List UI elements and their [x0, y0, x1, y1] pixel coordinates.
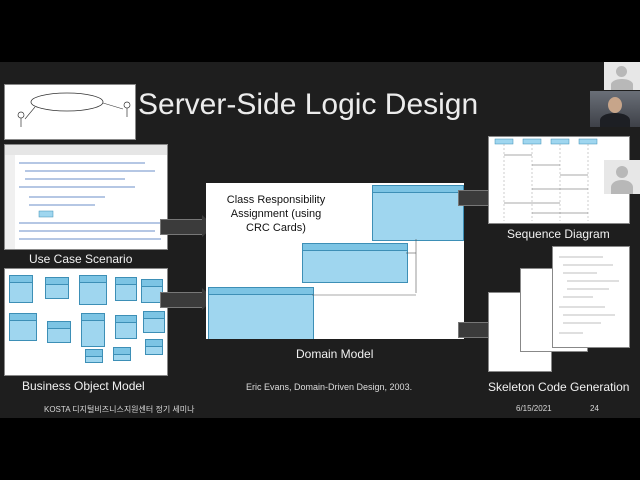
use-case-diagram-image: [4, 84, 136, 140]
footer-page-number: 24: [590, 404, 599, 413]
domain-model-label: Domain Model: [296, 347, 374, 361]
code-lines-graphic: [559, 256, 619, 334]
sequence-diagram-graphic: [494, 138, 598, 221]
person-video-icon: [608, 97, 622, 113]
business-object-model-image: [4, 268, 168, 376]
skeleton-code-generation-label: Skeleton Code Generation: [488, 380, 630, 394]
participant-tile-video[interactable]: [590, 91, 640, 127]
domain-model-image: Class Responsibility Assignment (using C…: [206, 183, 464, 339]
domain-model-links: [312, 239, 417, 296]
crc-card-text: Class Responsibility Assignment (using C…: [226, 194, 326, 234]
use-case-scenario-image: [4, 144, 168, 250]
person-avatar-icon: [616, 66, 627, 77]
slide-title: Server-Side Logic Design: [138, 88, 479, 121]
use-case-scenario-label: Use Case Scenario: [29, 252, 133, 266]
sequence-diagram-label: Sequence Diagram: [507, 227, 610, 241]
citation-text: Eric Evans, Domain-Driven Design, 2003.: [246, 382, 413, 392]
business-object-model-label: Business Object Model: [22, 379, 145, 393]
skeleton-code-page-image: [552, 246, 630, 348]
footer-date: 6/15/2021: [516, 404, 552, 413]
participant-tile-avatar[interactable]: [604, 160, 640, 194]
person-avatar-icon: [616, 166, 628, 178]
use-case-diagram-graphic: [17, 92, 131, 127]
use-case-scenario-graphic: [5, 145, 167, 249]
footer-organization: KOSTA 디지털비즈니스지원센터 정기 세미나: [44, 405, 195, 414]
participant-tile-avatar[interactable]: [604, 62, 640, 90]
